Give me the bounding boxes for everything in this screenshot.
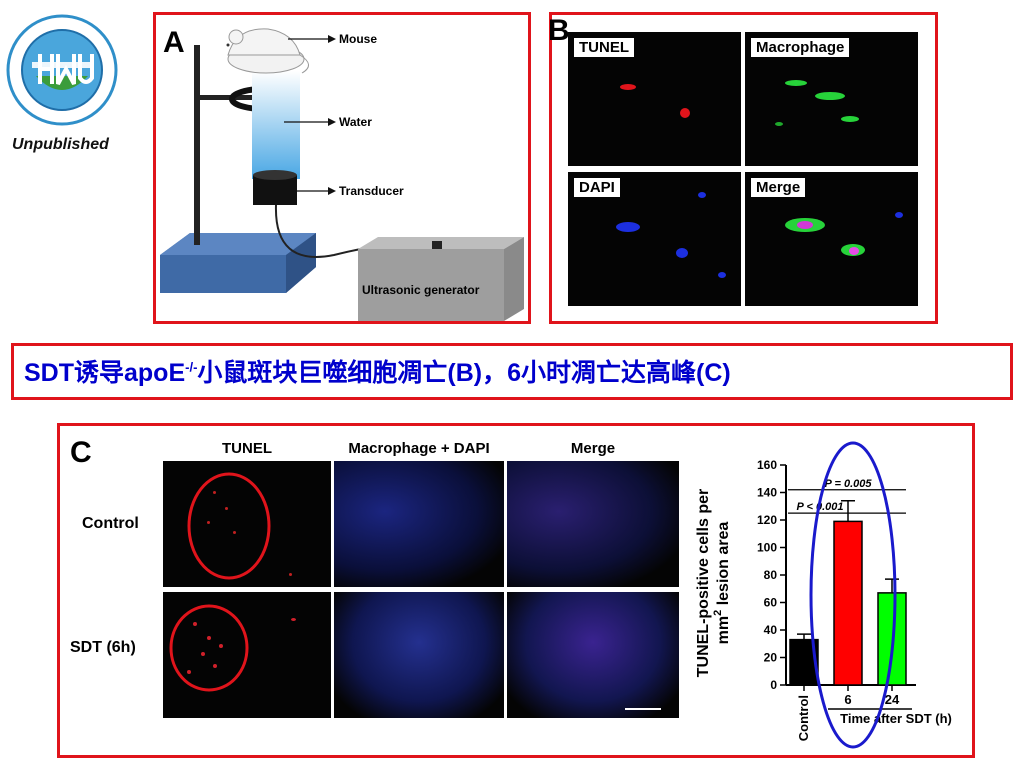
significance-label: P = 0.005 xyxy=(825,478,873,490)
bar-6 xyxy=(833,520,863,686)
label-transducer: Transducer xyxy=(339,184,404,198)
y-tick-label: 100 xyxy=(757,541,777,555)
panel-b-frame xyxy=(549,12,938,324)
tile-label-macrophage: Macrophage xyxy=(751,38,850,57)
panel-a-frame xyxy=(153,12,531,324)
tunel-bar-chart: TUNEL-positive cells per mm2 lesion area… xyxy=(695,441,952,749)
peak-highlight-ellipse xyxy=(809,441,897,749)
row-label-control: Control xyxy=(82,515,139,532)
y-tick-label: 0 xyxy=(770,678,777,692)
panel-c-frame xyxy=(57,423,975,758)
caption-superscript: -/- xyxy=(185,359,198,375)
row-label-sdt: SDT (6h) xyxy=(70,639,136,656)
caption-part2: 小鼠斑块巨噬细胞凋亡(B)，6小时凋亡达高峰(C) xyxy=(197,359,731,387)
university-logo xyxy=(6,14,118,126)
ylabel-line1: TUNEL-positive cells per xyxy=(695,489,712,678)
caption-part1: SDT诱导apoE xyxy=(24,359,186,387)
y-tick-label: 20 xyxy=(764,651,778,665)
scale-bar xyxy=(625,708,661,710)
micro-c-control-merge xyxy=(507,461,679,587)
y-tick-label: 60 xyxy=(764,596,778,610)
tile-label-dapi: DAPI xyxy=(574,178,620,197)
y-tick-label: 140 xyxy=(757,486,777,500)
y-tick-label: 160 xyxy=(757,458,777,472)
sdt-apparatus-diagram xyxy=(160,28,524,321)
tile-label-tunel: TUNEL xyxy=(574,38,634,57)
panel-c-letter: C xyxy=(70,436,92,469)
col-head-tunel: TUNEL xyxy=(222,440,272,457)
x-tick-label-6: 6 xyxy=(844,692,851,707)
tile-label-merge: Merge xyxy=(751,178,806,197)
caption-text: SDT诱导apoE-/-小鼠斑块巨噬细胞凋亡(B)，6小时凋亡达高峰(C) xyxy=(24,353,731,389)
x-tick-label-control: Control xyxy=(796,695,811,741)
y-axis-label: TUNEL-positive cells per mm2 lesion area xyxy=(695,489,732,678)
col-head-macrophage-dapi: Macrophage + DAPI xyxy=(348,440,490,457)
highlight-circles xyxy=(169,472,271,692)
unpublished-note: Unpublished xyxy=(12,136,109,153)
x-axis-label: Time after SDT (h) xyxy=(840,711,952,726)
label-generator: Ultrasonic generator xyxy=(362,283,480,297)
micro-b-merge: Merge xyxy=(745,172,918,306)
y-tick-label: 120 xyxy=(757,513,777,527)
micro-b-macrophage: Macrophage xyxy=(745,32,918,166)
label-water: Water xyxy=(339,115,372,129)
panel-b-letter: B xyxy=(548,14,570,47)
micro-c-sdt-macdapi xyxy=(334,592,504,718)
caption-box xyxy=(11,343,1013,400)
micro-c-control-tunel xyxy=(163,461,331,587)
y-tick-label: 80 xyxy=(764,568,778,582)
col-head-merge: Merge xyxy=(570,440,616,457)
micro-b-dapi: DAPI xyxy=(568,172,741,306)
ylabel-line2: mm2 lesion area xyxy=(712,522,732,645)
label-mouse: Mouse xyxy=(339,32,378,46)
panel-a-letter: A xyxy=(163,26,185,59)
micro-c-control-macdapi xyxy=(334,461,504,587)
y-tick-label: 40 xyxy=(764,623,778,637)
micro-b-tunel: TUNEL xyxy=(568,32,741,166)
micro-c-sdt-merge xyxy=(507,592,679,718)
x-tick-label-24: 24 xyxy=(885,692,900,707)
